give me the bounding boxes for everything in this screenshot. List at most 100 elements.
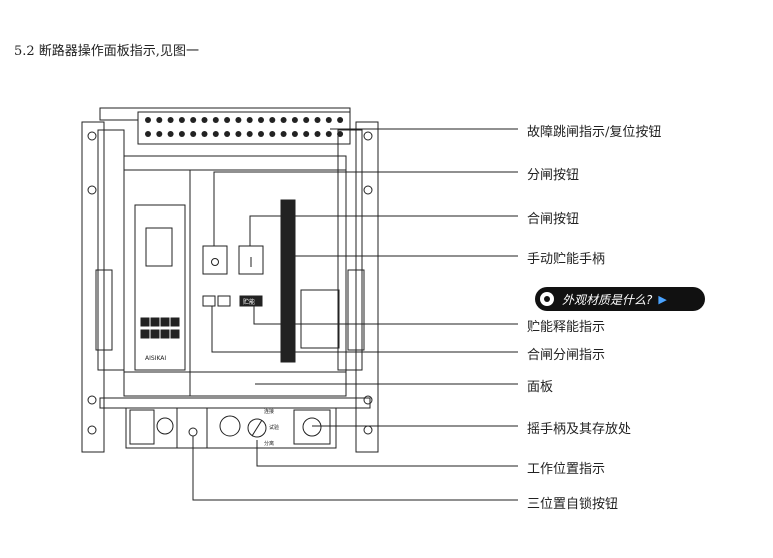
terminal-pin (291, 131, 298, 137)
terminal-pin (156, 131, 163, 137)
right-hole-upper (363, 185, 373, 195)
controller-key (140, 329, 150, 339)
callout-crank-storage: 摇手柄及其存放处 (527, 422, 632, 437)
controller-key (160, 329, 170, 339)
terminal-pin (258, 131, 264, 137)
close-button (238, 245, 264, 275)
left-hole-bottom (87, 425, 97, 435)
callout-charging-handle: 手动贮能手柄 (527, 252, 606, 267)
controller-keys (140, 317, 180, 339)
terminal-pin (212, 117, 219, 123)
dial-mark-test: 试验 (269, 424, 279, 431)
rack-left-block (129, 409, 155, 445)
terminal-pin (145, 117, 151, 123)
closed-open-indicator (202, 295, 216, 307)
terminal-pin (269, 117, 276, 123)
controller-key (150, 317, 160, 327)
terminal-block (137, 111, 351, 145)
callout-self-lock-button: 三位置自锁按钮 (527, 497, 619, 512)
terminal-pin (314, 117, 321, 123)
right-handle-slot (347, 269, 365, 351)
left-rail (81, 121, 105, 453)
crank-socket (219, 415, 241, 437)
controller-key (150, 329, 160, 339)
open-symbol-icon (211, 258, 219, 266)
callout-open-button: 分闸按钮 (527, 168, 580, 183)
left-hole-upper (87, 185, 97, 195)
right-hole-top (363, 131, 373, 141)
rack-knob (156, 417, 174, 435)
terminal-pin (303, 117, 310, 123)
leader-lines (192, 128, 518, 501)
controller-key (160, 317, 170, 327)
terminal-pin (280, 131, 287, 137)
terminal-pin (167, 131, 174, 137)
terminal-pin (224, 117, 231, 123)
callout-storage-indicator: 贮能释能指示 (527, 320, 606, 335)
terminal-pin (258, 117, 264, 123)
controller-key (170, 317, 180, 327)
terminal-pin (280, 117, 287, 123)
trip-controller (134, 204, 186, 371)
terminal-pin (178, 117, 185, 123)
indicator-window (217, 295, 231, 307)
terminal-pin (269, 131, 276, 137)
left-side-plate (97, 129, 125, 371)
terminal-pin (246, 131, 253, 137)
controller-display (145, 227, 173, 267)
play-arrow-icon: ▶ (658, 292, 667, 306)
storage-indicator (239, 295, 263, 307)
terminal-pin (337, 117, 344, 123)
position-dial (247, 418, 267, 438)
dial-mark-connect: 连接 (264, 408, 274, 415)
terminal-pin (246, 117, 253, 123)
crank-holder (302, 417, 322, 437)
terminal-pin (291, 117, 298, 123)
callout-position-indicator: 工作位置指示 (527, 462, 606, 477)
rack-module (125, 407, 337, 449)
terminal-pin (190, 117, 197, 123)
breaker-body (123, 155, 347, 397)
section-heading: 5.2 断路器操作面板指示,见图一 (14, 44, 199, 59)
open-button (202, 245, 228, 275)
controller-key (170, 329, 180, 339)
terminal-pin (224, 131, 231, 137)
badge-text: 外观材质是什么? (562, 292, 653, 307)
storage-label: 贮能 (243, 298, 255, 306)
terminal-pin (156, 117, 163, 123)
terminal-pin (303, 131, 310, 137)
terminal-pin (201, 131, 208, 137)
crank-storage (293, 409, 331, 445)
right-rail (355, 121, 379, 453)
terminal-pin (201, 117, 208, 123)
terminal-pin (167, 117, 174, 123)
terminal-pin (212, 131, 219, 137)
brand-label: AISIKAI (145, 355, 166, 362)
terminal-pin (235, 117, 242, 123)
terminal-pins (145, 117, 344, 137)
callout-panel: 面板 (527, 380, 554, 395)
terminal-pin (325, 131, 332, 137)
right-hole-lower (363, 395, 373, 405)
left-handle-slot (95, 269, 113, 351)
terminal-pin (325, 117, 332, 123)
question-badge[interactable]: 外观材质是什么? ▶ (535, 287, 705, 311)
terminal-pin (190, 131, 197, 137)
nameplate (300, 289, 340, 349)
left-hole-lower (87, 395, 97, 405)
callout-close-button: 合闸按钮 (527, 212, 580, 227)
left-hole-top (87, 131, 97, 141)
terminal-pin (235, 131, 242, 137)
dial-mark-isolate: 分离 (264, 440, 274, 447)
self-lock-button (188, 427, 198, 437)
callout-state-indicator: 合闸分闸指示 (527, 348, 606, 363)
base-rail (99, 397, 371, 409)
controller-key (140, 317, 150, 327)
terminal-pin (337, 131, 344, 137)
terminal-pin (314, 131, 321, 137)
right-side-plate (337, 129, 363, 371)
terminal-pin (145, 131, 151, 137)
callout-fault-reset: 故障跳闸指示/复位按钮 (527, 125, 662, 140)
badge-dot-icon (540, 292, 554, 306)
